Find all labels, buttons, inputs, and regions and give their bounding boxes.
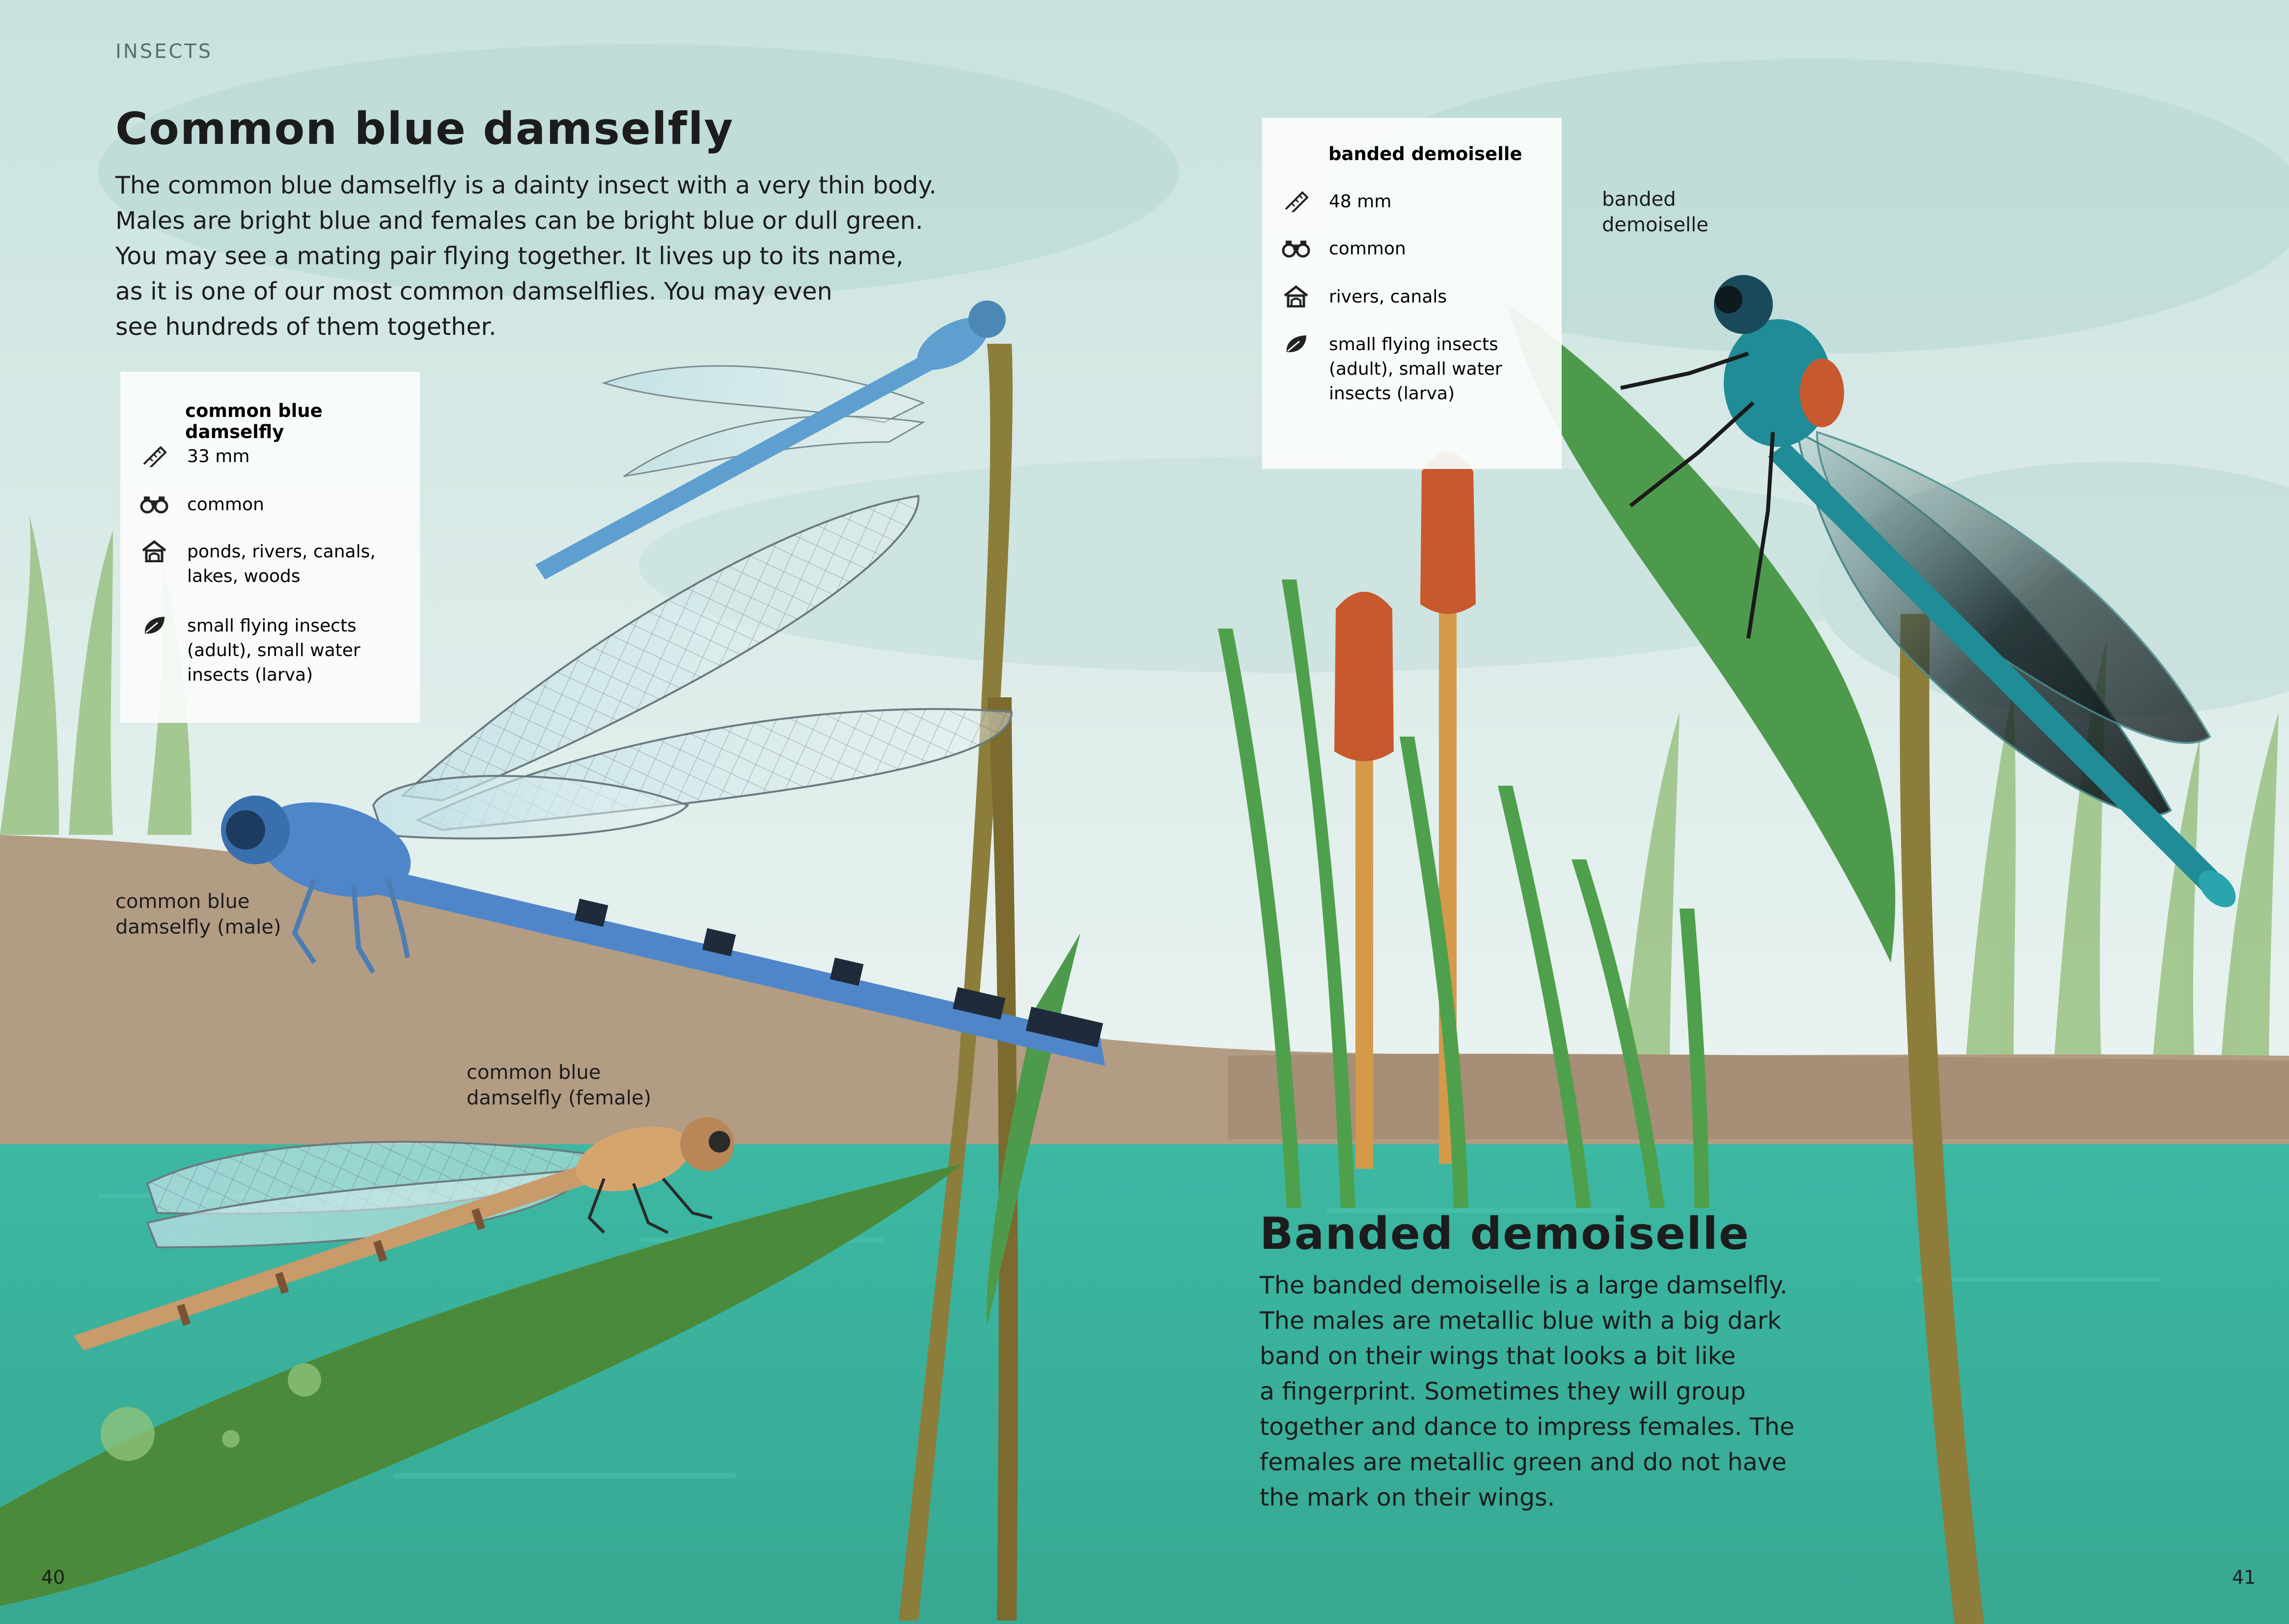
intro-line: see hundreds of them together. <box>115 313 496 341</box>
fact-habitat: rivers, canals <box>1282 285 1447 309</box>
fact-size: 48 mm <box>1282 190 1391 214</box>
fact-food-line: (adult), small water <box>1329 359 1502 379</box>
body-line: together and dance to impress females. T… <box>1260 1413 1794 1441</box>
label-line: common blue <box>115 890 250 913</box>
body-line: band on their wings that looks a bit lik… <box>1260 1342 1736 1370</box>
fact-frequency: common <box>1282 237 1406 261</box>
reed-stems-left <box>899 344 1080 1621</box>
intro-line: Males are bright blue and females can be… <box>115 207 923 235</box>
fact-frequency: common <box>140 493 264 517</box>
fact-box-title: banded demoiselle <box>1328 143 1522 165</box>
body-line: The males are metallic blue with a big d… <box>1260 1307 1782 1335</box>
section-label: INSECTS <box>115 40 213 63</box>
cattail-head <box>1334 592 1394 761</box>
fact-food: small flying insects (adult), small wate… <box>140 614 360 688</box>
lily-leaf <box>0 1164 963 1606</box>
damselfly-small <box>535 301 1006 579</box>
large-reed-leaf <box>1508 304 1896 963</box>
body-line: The banded demoiselle is a large damself… <box>1260 1271 1788 1299</box>
page-title-common-blue: Common blue damselfly <box>115 103 734 155</box>
fact-frequency-text: common <box>187 495 264 515</box>
fact-food-line: small flying insects <box>1329 334 1498 355</box>
fact-size-text: 48 mm <box>1329 192 1392 212</box>
fact-size: 33 mm <box>140 444 249 469</box>
reeds-right <box>1218 579 1709 1208</box>
fact-food-line: insects (larva) <box>1329 384 1455 404</box>
banded-demoiselle <box>1620 275 2236 908</box>
cattails <box>1334 452 1476 1169</box>
intro-line: as it is one of our most common damselfl… <box>115 277 832 305</box>
fact-frequency-text: common <box>1329 239 1406 259</box>
fact-habitat-line: rivers, canals <box>1329 287 1447 307</box>
binoculars-icon <box>140 496 168 514</box>
page-title-banded: Banded demoiselle <box>1260 1208 1750 1260</box>
label-line: common blue <box>467 1061 601 1084</box>
intro-paragraph: The common blue damselfly is a dainty in… <box>115 168 937 345</box>
intro-line: You may see a mating pair flying togethe… <box>115 242 904 270</box>
house-icon <box>142 540 166 562</box>
body-line: a fingerprint. Sometimes they will group <box>1260 1377 1746 1405</box>
leaf-icon <box>1286 335 1306 353</box>
fact-food-line: (adult), small water <box>187 640 360 661</box>
fact-box-title: common blue damselfly <box>185 400 323 442</box>
fact-box-banded: banded demoiselle 48 mm common rivers, c… <box>1262 118 1562 469</box>
water-droplets <box>101 1363 321 1461</box>
ruler-icon <box>143 446 167 467</box>
banded-paragraph: The banded demoiselle is a large damself… <box>1260 1268 1794 1515</box>
damselfly-male <box>221 495 1105 1066</box>
ruler-icon <box>1285 191 1309 212</box>
fact-food-line: insects (larva) <box>187 665 313 685</box>
label-male: common blue damselfly (male) <box>115 889 281 940</box>
page-number-right: 41 <box>2232 1567 2256 1588</box>
fact-food-line: small flying insects <box>187 616 357 636</box>
fact-habitat-line: lakes, woods <box>187 566 301 586</box>
label-line: damselfly (female) <box>467 1087 652 1109</box>
fact-habitat: ponds, rivers, canals, lakes, woods <box>140 540 376 589</box>
fact-habitat-line: ponds, rivers, canals, <box>187 542 376 562</box>
body-line: the mark on their wings. <box>1260 1484 1555 1512</box>
house-icon <box>1284 285 1308 307</box>
cattail-head <box>1420 452 1476 614</box>
damselfly-female <box>74 1117 734 1350</box>
reed-leaf <box>986 933 1080 1326</box>
intro-line: The common blue damselfly is a dainty in… <box>115 171 937 199</box>
reed-stem <box>1900 614 1984 1624</box>
binoculars-icon <box>1282 241 1310 258</box>
label-line: demoiselle <box>1602 214 1709 236</box>
label-line: banded <box>1602 188 1676 211</box>
fact-box-common-blue: common blue damselfly 33 mm common ponds… <box>120 372 420 723</box>
label-female: common blue damselfly (female) <box>467 1060 651 1111</box>
fact-food: small flying insects (adult), small wate… <box>1282 332 1502 406</box>
page-number-left: 40 <box>41 1567 65 1588</box>
distant-bank <box>1228 1053 2289 1139</box>
label-banded-demoiselle: banded demoiselle <box>1602 187 1709 238</box>
leaf-icon <box>144 617 165 634</box>
body-line: females are metallic green and do not ha… <box>1260 1448 1787 1476</box>
fact-size-text: 33 mm <box>187 446 250 467</box>
label-line: damselfly (male) <box>115 916 281 938</box>
